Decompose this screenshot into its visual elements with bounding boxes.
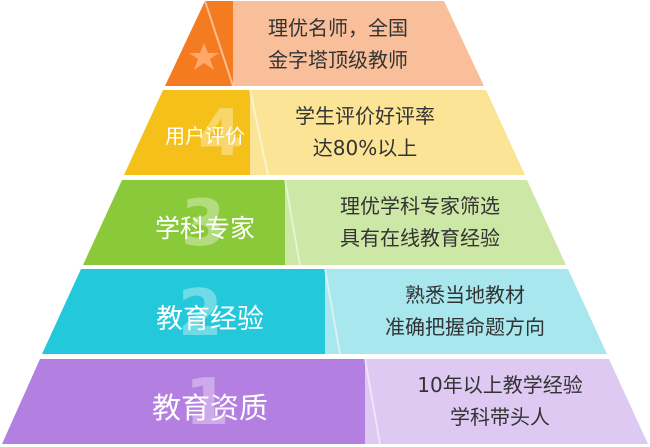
tier-5-category-label: 教育资质 [151,391,268,425]
tier-2-left-segment [124,90,250,175]
tier-4-right-panel [325,269,607,354]
tier-3-level-number: 3 [181,187,226,261]
tier-5-description-line-1: 10年以上教学经验 [417,373,583,397]
tier-3-description-line-2: 具有在线教育经验 [340,226,500,250]
tier-5-description-line-2: 学科带头人 [450,405,550,429]
tier-4-category-label: 教育经验 [156,304,264,335]
tier-1-left-segment [165,1,233,86]
tier-5-right-panel [365,359,648,444]
tier-2-level-number: 4 [198,97,243,171]
tier-4-description-line-2: 准确把握命题方向 [385,315,545,339]
tier-1-description-line-1: 理优名师，全国 [268,16,408,40]
tier-1-right-panel [233,1,484,86]
tier-5-level-number: 1 [185,366,230,440]
tier-3-divider [284,179,301,266]
tier-2-description-line-2: 达80%以上 [312,136,418,160]
tier-5-divider [364,358,381,445]
tier-3-right-panel [285,180,566,265]
tier-3-description: 理优学科专家筛选 具有在线教育经验 [300,190,540,254]
tier-5-description: 10年以上教学经验 学科带头人 [380,369,620,433]
tier-4-level-number: 2 [178,277,223,351]
tier-2-category-label: 用户评价 [165,124,245,148]
tier-2-right-panel [250,90,525,175]
tier-2-description: 学生评价好评率 达80%以上 [255,100,475,164]
tier-3-description-line-1: 理优学科专家筛选 [340,194,500,218]
tier-3-left-segment [83,180,285,265]
tier-4-divider [324,268,341,355]
tier-2-description-line-1: 学生评价好评率 [295,104,435,128]
tier-3-category-label: 学科专家 [154,214,255,243]
tier-4-left-segment [42,269,325,354]
tier-2-divider [249,89,269,176]
tier-1-divider [204,0,234,87]
tier-1-description: 理优名师，全国 金字塔顶级教师 [228,12,448,76]
star-icon [189,43,219,70]
tier-5-left-segment [2,359,365,444]
tier-1-description-line-2: 金字塔顶级教师 [268,48,408,72]
tier-4-description-line-1: 熟悉当地教材 [405,283,525,307]
tier-4-description: 熟悉当地教材 准确把握命题方向 [345,279,585,343]
